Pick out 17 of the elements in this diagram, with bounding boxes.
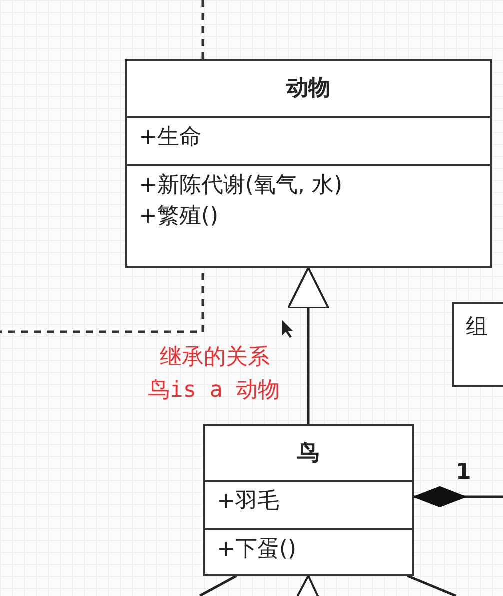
class-box (125, 59, 492, 268)
class-box (203, 424, 414, 576)
connector-line (199, 574, 238, 596)
class-name: 鸟 (298, 440, 320, 468)
attribute-text: +生命 (139, 124, 202, 152)
class-name: 动物 (286, 75, 330, 103)
composition-line (414, 486, 503, 508)
method-text: +新陈代谢(氧气, 水) (139, 172, 343, 200)
method-text: +下蛋() (217, 536, 297, 564)
method-text: +繁殖() (139, 203, 219, 231)
class-name: 组 (466, 314, 488, 342)
multiplicity-label: 1 (456, 459, 472, 487)
inheritance-arrow (288, 267, 330, 424)
connector-line (407, 574, 456, 596)
class-box (452, 302, 503, 387)
attribute-text: +羽毛 (217, 488, 280, 516)
annotation-text: 继承的关系鸟is a 动物 (148, 344, 282, 405)
